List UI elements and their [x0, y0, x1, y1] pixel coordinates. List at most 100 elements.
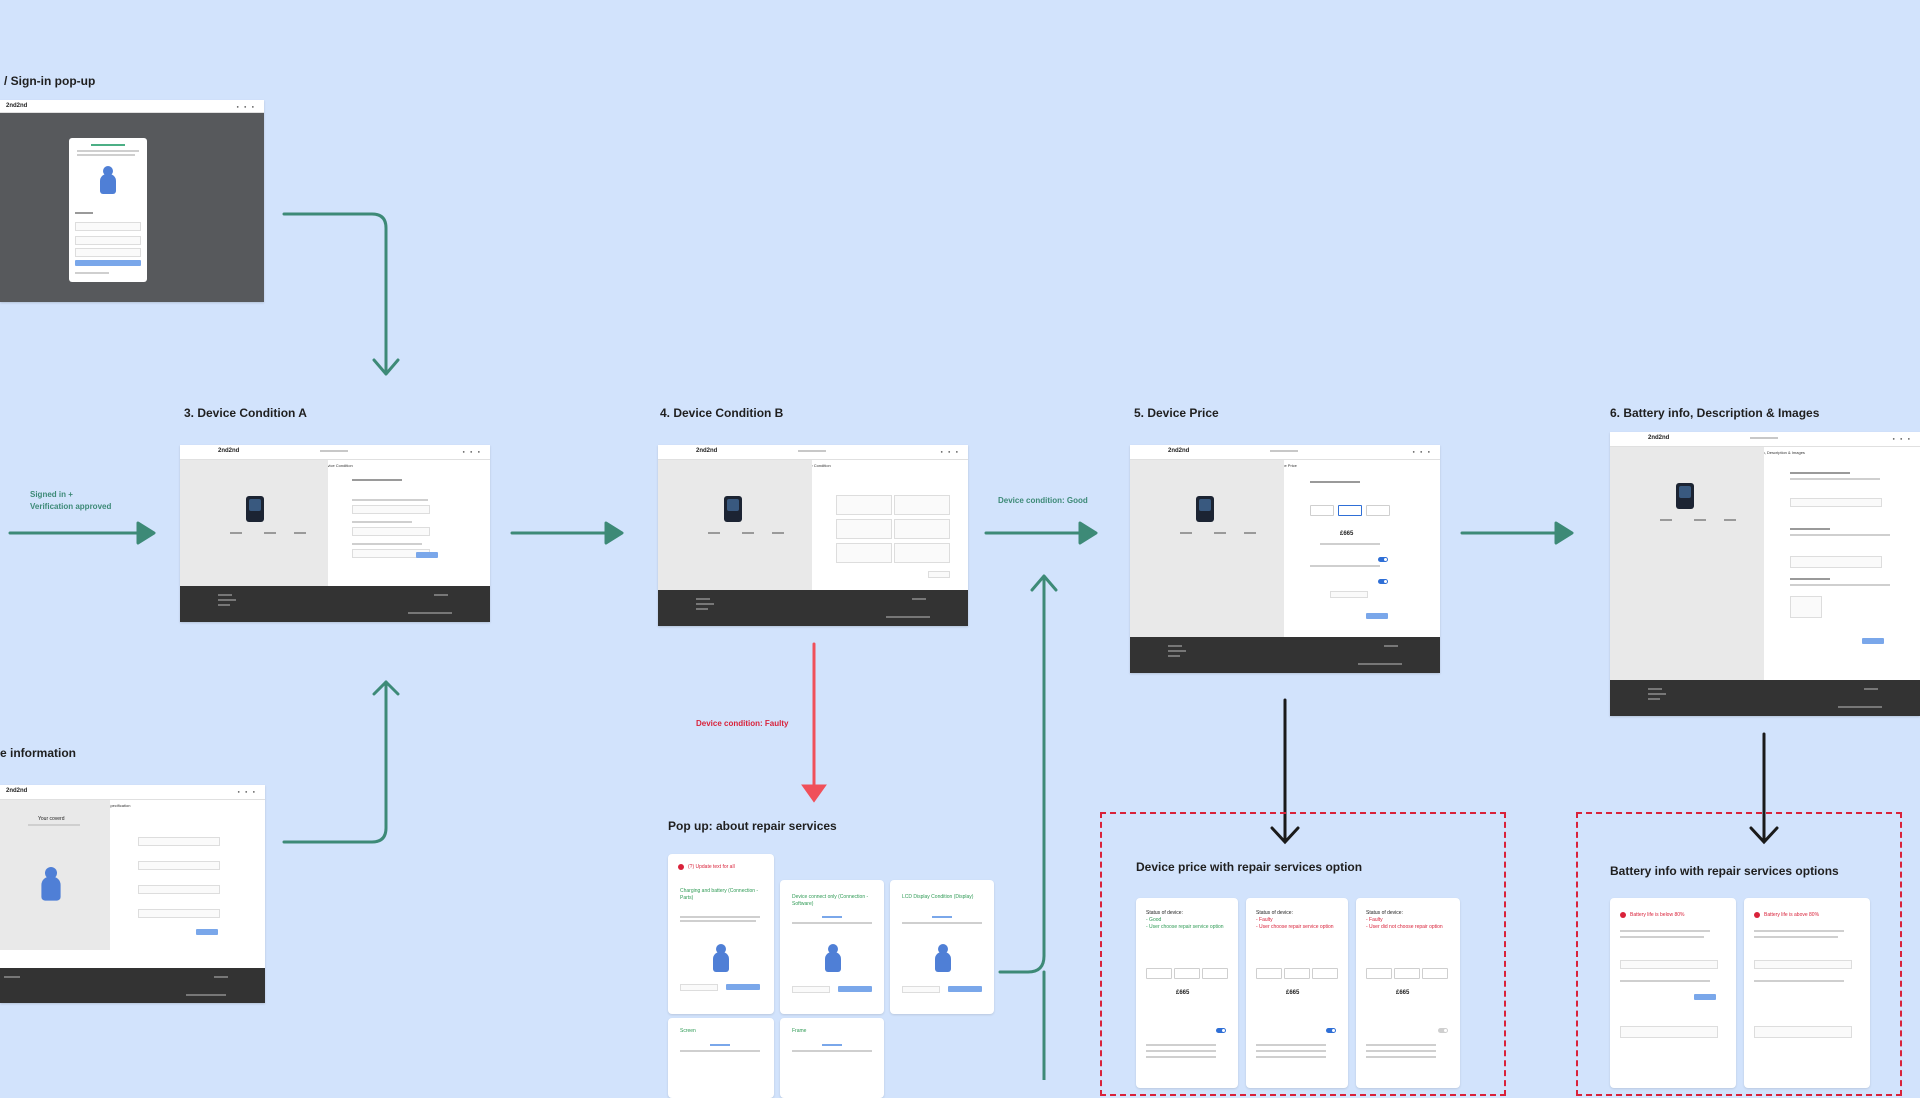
popup-card-frame[interactable]: Frame	[780, 1018, 884, 1098]
next-button[interactable]	[196, 929, 218, 935]
repair-button[interactable]	[1694, 994, 1716, 1000]
battery-health-field[interactable]	[1620, 960, 1718, 969]
arrowhead-popup	[1030, 574, 1058, 592]
battery-card-below-80[interactable]: Battery life is below 80%	[1610, 898, 1736, 1088]
social-login-row[interactable]	[75, 222, 141, 231]
description-field[interactable]	[1790, 556, 1882, 568]
price-card-faulty-no-repair[interactable]: Status of device: - Faulty - User did no…	[1356, 898, 1460, 1088]
arrowhead-signin	[372, 358, 400, 376]
condition-field-1[interactable]	[352, 505, 430, 514]
card-title: Frame	[792, 1028, 807, 1034]
price-option-2[interactable]	[1338, 505, 1362, 516]
price-value: £665	[1286, 990, 1300, 996]
popup-card-display[interactable]: LCD Display Condition (Display)	[890, 880, 994, 1014]
confirm-button[interactable]	[948, 986, 982, 992]
popup-card-software[interactable]: Device connect only (Connection - Softwa…	[780, 880, 884, 1014]
label-price-repair: Device price with repair services option	[1136, 860, 1363, 874]
condition-option-5[interactable]	[836, 543, 892, 563]
arrow-signin-to-step3	[282, 212, 388, 374]
repair-toggle[interactable]	[1438, 1028, 1448, 1033]
confirm-button[interactable]	[726, 984, 760, 990]
logo: 2nd2nd	[218, 448, 240, 454]
condition-option-1[interactable]	[836, 495, 892, 515]
arrowhead-step3-step4	[604, 521, 624, 545]
description-field[interactable]	[1620, 1026, 1718, 1038]
repair-toggle[interactable]	[1216, 1028, 1226, 1033]
card-title: Screen	[680, 1028, 696, 1034]
battery-health-field[interactable]	[1754, 960, 1852, 969]
step-title: 5. Battery info, Description & Images	[1740, 450, 1805, 455]
condition-option-3[interactable]	[836, 519, 892, 539]
mascot-illustration	[99, 166, 117, 196]
popup-card-screen[interactable]: Screen	[668, 1018, 774, 1098]
header-icons: ● ● ●	[462, 449, 482, 454]
colour-select[interactable]	[138, 909, 220, 918]
arrowhead-step5-step6	[1554, 521, 1574, 545]
header-icons: ● ● ●	[237, 789, 257, 794]
phone-image	[724, 496, 742, 522]
arrowhead-info	[372, 680, 400, 696]
mascot-illustration	[40, 867, 62, 903]
condition-option-2[interactable]	[894, 495, 950, 515]
phone-image	[1676, 483, 1694, 509]
arrowhead-price-down	[1270, 826, 1300, 845]
card-status-line: - Faulty	[1366, 917, 1383, 923]
mascot-illustration	[712, 944, 730, 974]
annotation-condition-faulty: Device condition: Faulty	[696, 719, 789, 728]
battery-health-field[interactable]	[1790, 498, 1882, 507]
price-option-1[interactable]	[1310, 505, 1334, 516]
condition-field-2[interactable]	[352, 527, 430, 536]
condition-option-4[interactable]	[894, 519, 950, 539]
condition-option-6[interactable]	[894, 543, 950, 563]
frame-header: 2nd2nd ● ● ●	[658, 445, 968, 460]
arrowhead-step4-step5	[1078, 521, 1098, 545]
frame-footer	[658, 590, 968, 626]
code-field[interactable]	[1330, 591, 1368, 598]
modal-footer-text	[75, 272, 109, 274]
annotation-signed-in: Signed in + Verification approved	[30, 490, 112, 511]
card-title: Device connect only (Connection - Softwa…	[792, 894, 869, 907]
next-button[interactable]	[416, 552, 438, 558]
popup-card-intro[interactable]: (?) Update text for all Charging and bat…	[668, 854, 774, 1014]
model-select[interactable]	[138, 861, 220, 870]
next-button[interactable]	[1366, 613, 1388, 619]
modal-title	[91, 144, 125, 146]
password-field[interactable]	[75, 248, 141, 257]
card-subtitle: Charging and battery (Connection - Parts…	[680, 888, 759, 901]
label-signin: / Sign-in pop-up	[4, 74, 96, 88]
brand-select[interactable]	[138, 837, 220, 846]
arrowhead-entry	[136, 521, 156, 545]
price-card-good[interactable]: Status of device: - Good - User choose r…	[1136, 898, 1238, 1088]
email-field[interactable]	[75, 236, 141, 245]
option-toggle[interactable]	[1378, 579, 1388, 584]
label-step3: 3. Device Condition A	[184, 406, 307, 420]
next-button[interactable]	[928, 571, 950, 578]
label-device-info: e information	[0, 746, 77, 760]
description-field[interactable]	[1754, 1026, 1852, 1038]
storage-select[interactable]	[138, 885, 220, 894]
label-step6: 6. Battery info, Description & Images	[1610, 406, 1820, 420]
found-title: Your coverd	[38, 816, 65, 822]
signin-button[interactable]	[75, 260, 141, 266]
frame-device-info: 2nd2nd ● ● ● 1. Device Specification You…	[0, 785, 265, 1003]
confirm-button[interactable]	[838, 986, 872, 992]
repair-toggle[interactable]	[1326, 1028, 1336, 1033]
price-card-faulty-repair[interactable]: Status of device: - Faulty - User choose…	[1246, 898, 1348, 1088]
card-status-line: - User choose repair service option	[1146, 924, 1224, 930]
image-upload[interactable]	[1790, 596, 1822, 618]
next-button[interactable]	[1862, 638, 1884, 644]
alert-dot	[1754, 912, 1760, 918]
card-status: Status of device:	[1256, 910, 1293, 916]
learn-more-button[interactable]	[792, 986, 830, 993]
step-title: 1. Device Specification	[90, 803, 131, 808]
phone-image	[1196, 496, 1214, 522]
device-preview-panel	[1610, 447, 1764, 681]
device-preview-panel	[1130, 460, 1284, 638]
learn-more-button[interactable]	[902, 986, 940, 993]
price-option-3[interactable]	[1366, 505, 1390, 516]
frame-header: 2nd2nd ● ● ●	[0, 100, 264, 113]
learn-more-button[interactable]	[680, 984, 718, 991]
frame-footer	[0, 968, 265, 1003]
battery-card-above-80[interactable]: Battery life is above 80%	[1744, 898, 1870, 1088]
repair-toggle[interactable]	[1378, 557, 1388, 562]
